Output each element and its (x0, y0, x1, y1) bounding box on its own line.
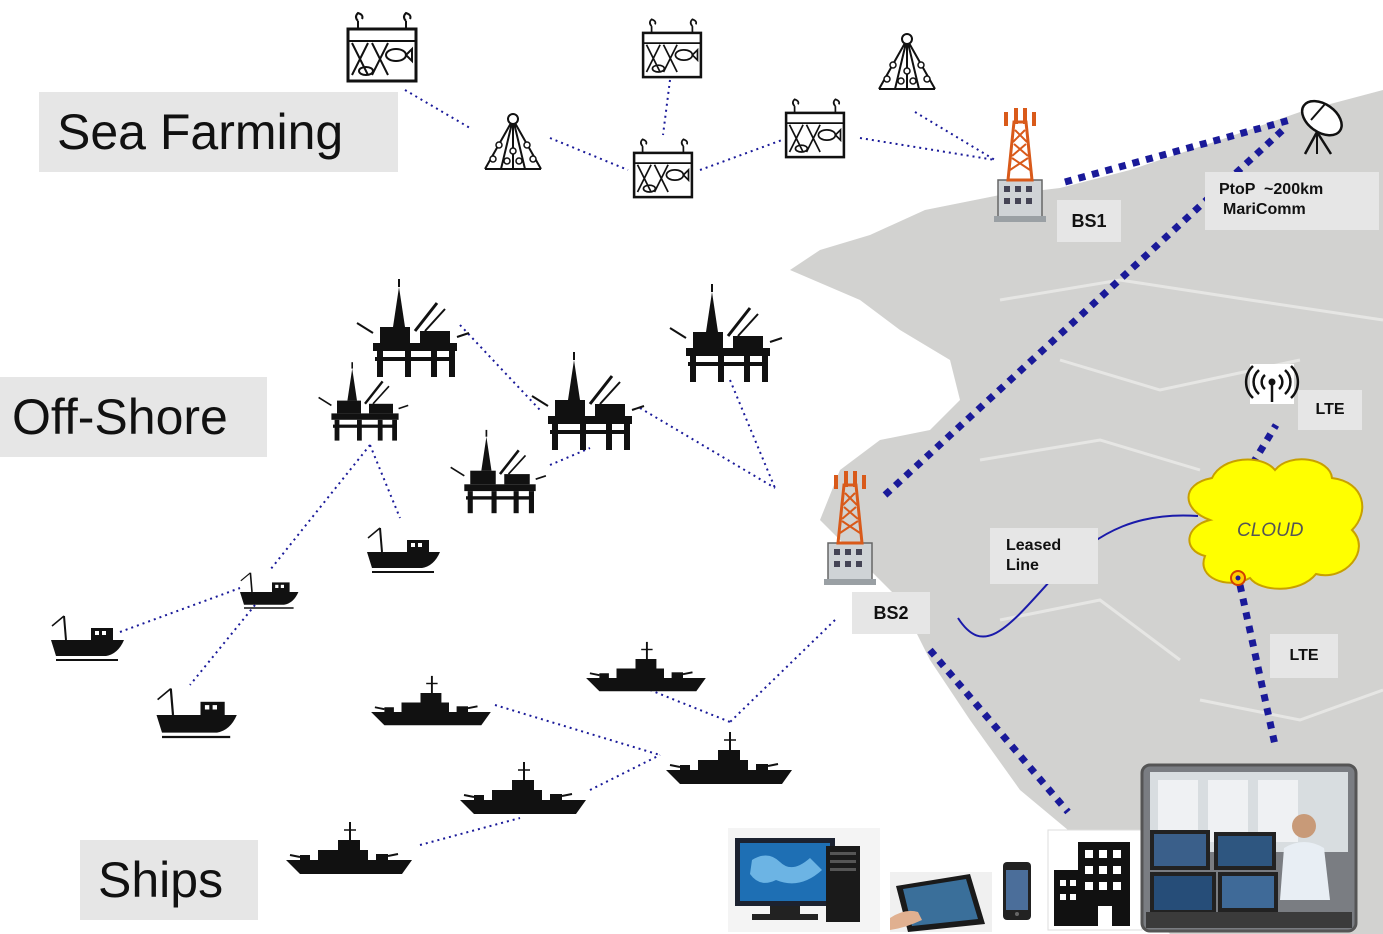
station-label-text: BS1 (1071, 211, 1107, 231)
station-label-bs1: BS1 (1057, 200, 1121, 242)
smartphone-icon (1003, 862, 1031, 920)
cloud-access-dot (1235, 575, 1241, 581)
region-label-text: Off-Shore (12, 389, 228, 445)
aggregator-node-icon (878, 33, 936, 90)
warship-icon (370, 674, 492, 727)
fish-cage-icon (346, 11, 418, 83)
ptop-link-label: PtoP ~200km MariComm (1205, 172, 1379, 230)
fish-cage-icon (641, 18, 703, 79)
region-label-sea-farming: Sea Farming (39, 92, 398, 172)
office-building-icon (1047, 829, 1143, 931)
aggregator-node-icon (484, 113, 542, 170)
region-label-text: Ships (98, 852, 224, 908)
coastline-land (790, 90, 1383, 934)
leased-label-line2: Line (1006, 557, 1039, 574)
lte-label-upper: LTE (1298, 390, 1362, 430)
control-room-photo-icon (1140, 763, 1358, 933)
warship-icon (285, 821, 413, 875)
warship-icon (665, 731, 793, 785)
antenna-signal-icon (1244, 364, 1300, 404)
lte-label-lower: LTE (1270, 634, 1338, 678)
lte-label-text: LTE (1315, 401, 1345, 418)
fishing-boat-icon (155, 687, 238, 739)
fish-cage-icon (632, 138, 694, 199)
leased-label-line1: Leased (1006, 537, 1062, 554)
satellite-dish-icon (1300, 99, 1343, 155)
desktop-computer-icon (728, 828, 880, 932)
oil-rig-icon (530, 350, 646, 452)
dotted-links (119, 79, 996, 846)
oil-rig-icon (668, 282, 784, 384)
warship-icon (585, 640, 707, 693)
leased-line-label: Leased Line (990, 528, 1098, 584)
land-borders (979, 278, 1383, 722)
region-label-off-shore: Off-Shore (0, 377, 267, 457)
lte-label-text: LTE (1289, 647, 1319, 664)
station-label-text: BS2 (873, 603, 909, 623)
region-label-ships: Ships (80, 840, 258, 920)
fishing-boat-icon (366, 527, 441, 573)
fishing-boat-icon (239, 571, 300, 609)
fish-cage-icon (784, 98, 846, 159)
oil-rig-icon (449, 428, 548, 515)
fishing-boat-icon (50, 615, 125, 661)
cloud-shape (1187, 458, 1364, 590)
oil-rig-icon (317, 361, 410, 442)
ptop-label-line2: MariComm (1223, 201, 1306, 218)
tablet-icon (890, 872, 992, 932)
oil-rig-icon (355, 277, 471, 379)
station-label-bs2: BS2 (852, 592, 930, 634)
base-station-tower-icon (992, 106, 1048, 224)
warship-icon (459, 761, 587, 815)
ptop-label-line1: PtoP ~200km (1219, 181, 1324, 198)
cloud-label: CLOUD (1237, 520, 1304, 541)
region-label-text: Sea Farming (57, 104, 344, 160)
